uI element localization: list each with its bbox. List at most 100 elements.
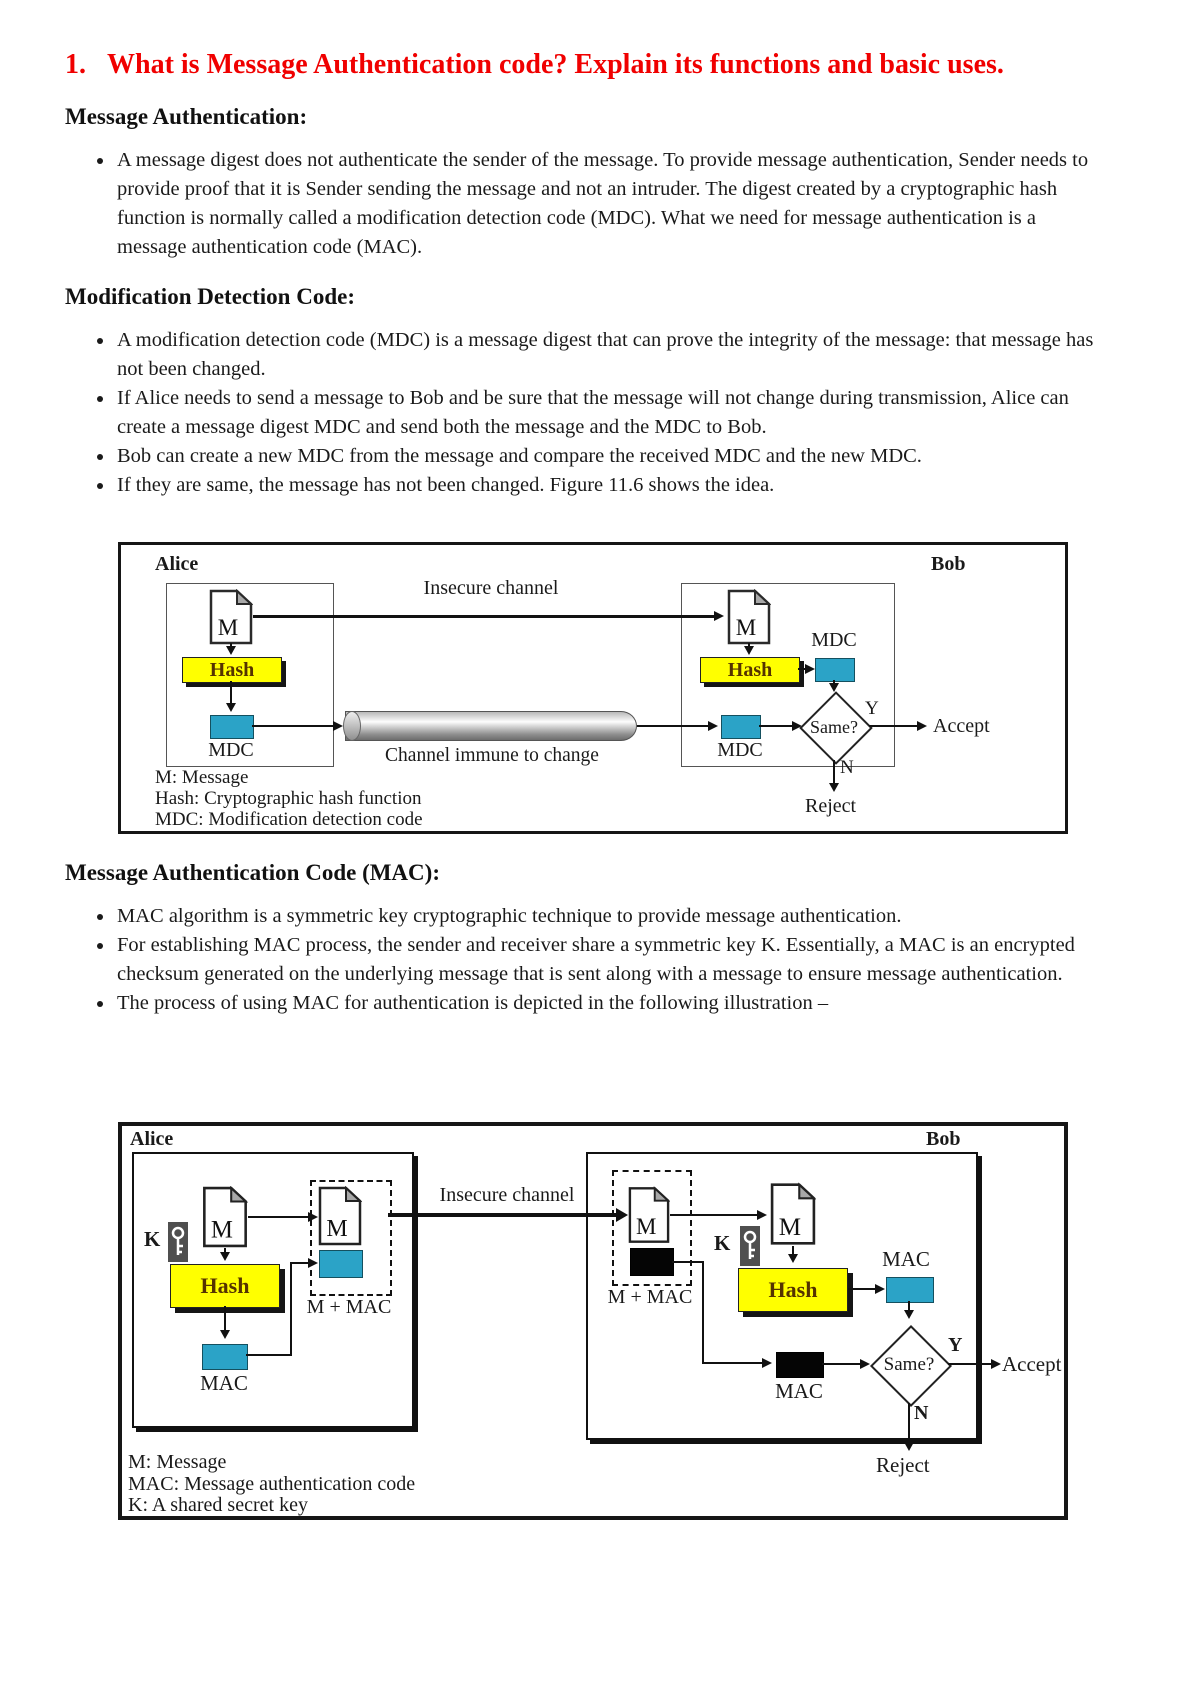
yes-label: Y: [948, 1334, 963, 1356]
bullet-list-mdc: A modification detection code (MDC) is a…: [65, 326, 1140, 500]
arrow-down-icon: [788, 1254, 798, 1263]
connector-line: [759, 725, 793, 727]
accept-label: Accept: [1002, 1352, 1062, 1376]
mdc-box: [815, 658, 855, 682]
mdc-box: [210, 715, 254, 739]
connector-line: [252, 725, 334, 727]
mac-label: MAC: [200, 1371, 248, 1395]
yes-label: Y: [865, 698, 879, 719]
mac-label: MAC: [775, 1379, 823, 1403]
arrow-right-icon: [762, 1358, 772, 1368]
secure-channel-cylinder: [343, 711, 637, 741]
accept-label: Accept: [933, 715, 990, 737]
bullet-item: The process of using MAC for authenticat…: [115, 989, 1107, 1018]
connector-line: [908, 1301, 910, 1312]
arrow-right-icon: [917, 721, 927, 731]
connector-line: [290, 1262, 310, 1264]
bullet-item: If they are same, the message has not be…: [115, 471, 1107, 500]
bullet-item: A message digest does not authenticate t…: [115, 146, 1107, 262]
mdc-label: MDC: [811, 629, 857, 651]
question-title-text: What is Message Authentication code? Exp…: [107, 49, 1004, 80]
connector-line: [833, 680, 835, 685]
connector-line: [388, 1213, 616, 1217]
connector-line: [848, 1288, 876, 1290]
arrow-down-icon: [220, 1252, 230, 1261]
arrow-right-icon: [308, 1258, 318, 1268]
arrow-right-icon: [616, 1208, 628, 1222]
reject-label: Reject: [805, 795, 857, 817]
received-mac-box: [776, 1352, 824, 1378]
mdc-label: MDC: [208, 739, 254, 761]
arrow-right-icon: [991, 1359, 1001, 1369]
bullet-list-mac: MAC algorithm is a symmetric key cryptog…: [65, 902, 1140, 1018]
connector-line: [748, 643, 750, 648]
connector-line: [290, 1263, 292, 1356]
bullet-item: Bob can create a new MDC from the messag…: [115, 442, 1107, 471]
arrow-down-icon: [904, 1442, 914, 1451]
same-label: Same?: [810, 717, 858, 737]
bullet-list-message-authentication: A message digest does not authenticate t…: [65, 146, 1140, 262]
message-doc-icon: M: [727, 589, 771, 645]
connector-line: [702, 1362, 762, 1364]
mac-box: [319, 1250, 363, 1278]
connector-line: [798, 668, 806, 670]
connector-line: [869, 725, 919, 727]
arrow-down-icon: [829, 683, 839, 692]
key-label: K: [144, 1227, 161, 1251]
no-label: N: [840, 757, 854, 778]
m-plus-mac-label: M + MAC: [607, 1286, 693, 1308]
arrow-down-icon: [226, 703, 236, 712]
arrow-right-icon: [792, 721, 802, 731]
key-icon: [740, 1226, 760, 1266]
bullet-item: For establishing MAC process, the sender…: [115, 931, 1107, 989]
message-doc-icon: M: [318, 1186, 362, 1246]
mac-label: MAC: [882, 1247, 930, 1271]
connector-line: [670, 1214, 758, 1216]
connector-line: [230, 681, 232, 704]
message-letter: M: [636, 1214, 656, 1239]
arrow-right-icon: [708, 721, 718, 731]
heading-message-authentication-code: Message Authentication Code (MAC):: [65, 860, 440, 885]
bullet-item: If Alice needs to send a message to Bob …: [115, 384, 1107, 442]
message-letter: M: [779, 1214, 801, 1241]
arrow-right-icon: [805, 664, 815, 674]
arrow-down-icon: [744, 646, 754, 655]
message-doc-icon: M: [770, 1182, 816, 1245]
connector-line: [833, 760, 835, 784]
legend-line: Hash: Cryptographic hash function: [155, 788, 422, 809]
arrow-right-icon: [860, 1359, 870, 1369]
legend-line: K: A shared secret key: [128, 1494, 308, 1516]
connector-line: [248, 1216, 308, 1218]
connector-line: [253, 615, 715, 618]
hash-box: Hash: [182, 657, 282, 683]
message-letter: M: [326, 1216, 347, 1242]
arrow-down-icon: [904, 1310, 914, 1319]
message-letter: M: [218, 615, 238, 640]
reject-label: Reject: [876, 1453, 930, 1477]
message-letter: M: [736, 615, 756, 640]
connector-line: [792, 1246, 794, 1256]
connector-line: [822, 1363, 860, 1365]
arrow-down-icon: [226, 646, 236, 655]
arrow-right-icon: [714, 611, 724, 621]
m-plus-mac-label: M + MAC: [306, 1296, 392, 1318]
question-number: 1.: [65, 49, 86, 80]
question-title: 1. What is Message Authentication code? …: [65, 44, 1140, 86]
legend-line: M: Message: [155, 767, 249, 788]
alice-label: Alice: [155, 553, 199, 575]
hash-box: Hash: [738, 1268, 848, 1312]
arrow-right-icon: [757, 1210, 767, 1220]
key-label: K: [714, 1231, 731, 1255]
legend-line: MAC: Message authentication code: [128, 1472, 416, 1495]
message-doc-icon: M: [209, 589, 253, 645]
connector-line: [224, 1306, 226, 1332]
message-doc-icon: M: [203, 1186, 248, 1248]
same-label: Same?: [883, 1354, 935, 1375]
arrow-down-icon: [220, 1330, 230, 1339]
insecure-channel-label: Insecure channel: [439, 1184, 575, 1206]
secure-channel-label: Channel immune to change: [385, 745, 599, 766]
figure-legend: M: Message Hash: Cryptographic hash func…: [155, 767, 423, 830]
hash-box: Hash: [170, 1264, 280, 1308]
bob-label: Bob: [926, 1128, 961, 1150]
legend-line: MDC: Modification detection code: [155, 809, 423, 830]
